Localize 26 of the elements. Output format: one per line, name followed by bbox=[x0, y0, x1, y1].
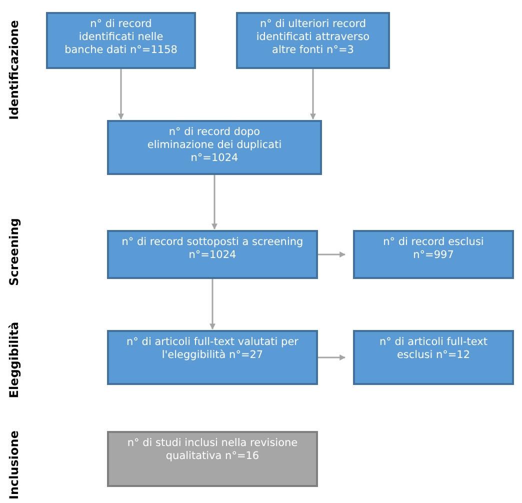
arrow bbox=[118, 69, 124, 120]
process-box bbox=[353, 230, 514, 279]
arrow bbox=[212, 175, 218, 230]
arrow bbox=[318, 354, 346, 360]
arrow bbox=[318, 252, 346, 258]
process-box bbox=[107, 431, 318, 487]
phase-label: Inclusione bbox=[7, 430, 21, 500]
box-text: n° di record dopo eliminazione dei duplicati n°=1024 bbox=[146, 126, 283, 165]
box-text: n° di ulteriori record identificati attraverso altre fonti n°=3 bbox=[255, 18, 371, 57]
box-text: n° di studi inclusi nella revisione qualitativa n°=16 bbox=[126, 437, 299, 463]
box-text: n° di record sottoposti a screening n°=1024 bbox=[120, 236, 304, 262]
phase-label: Identificazione bbox=[7, 20, 21, 120]
process-box bbox=[107, 230, 318, 279]
phase-label: Screening bbox=[7, 218, 21, 286]
arrow bbox=[310, 69, 316, 120]
phase-label: Eleggibilità bbox=[7, 322, 21, 398]
process-box bbox=[107, 330, 318, 385]
process-box bbox=[107, 120, 322, 175]
process-box bbox=[353, 330, 514, 385]
box-text: n° di articoli full-text valutati per l'eleggibilità n°=27 bbox=[126, 336, 300, 362]
process-box bbox=[46, 12, 196, 69]
process-box bbox=[236, 12, 390, 69]
box-text: n° di record esclusi n°=997 bbox=[382, 236, 485, 262]
arrow bbox=[210, 279, 216, 330]
box-text: n° di record identificati nelle banche dati n°=1158 bbox=[64, 18, 178, 57]
box-text: n° di articoli full-text esclusi n°=12 bbox=[378, 336, 488, 362]
